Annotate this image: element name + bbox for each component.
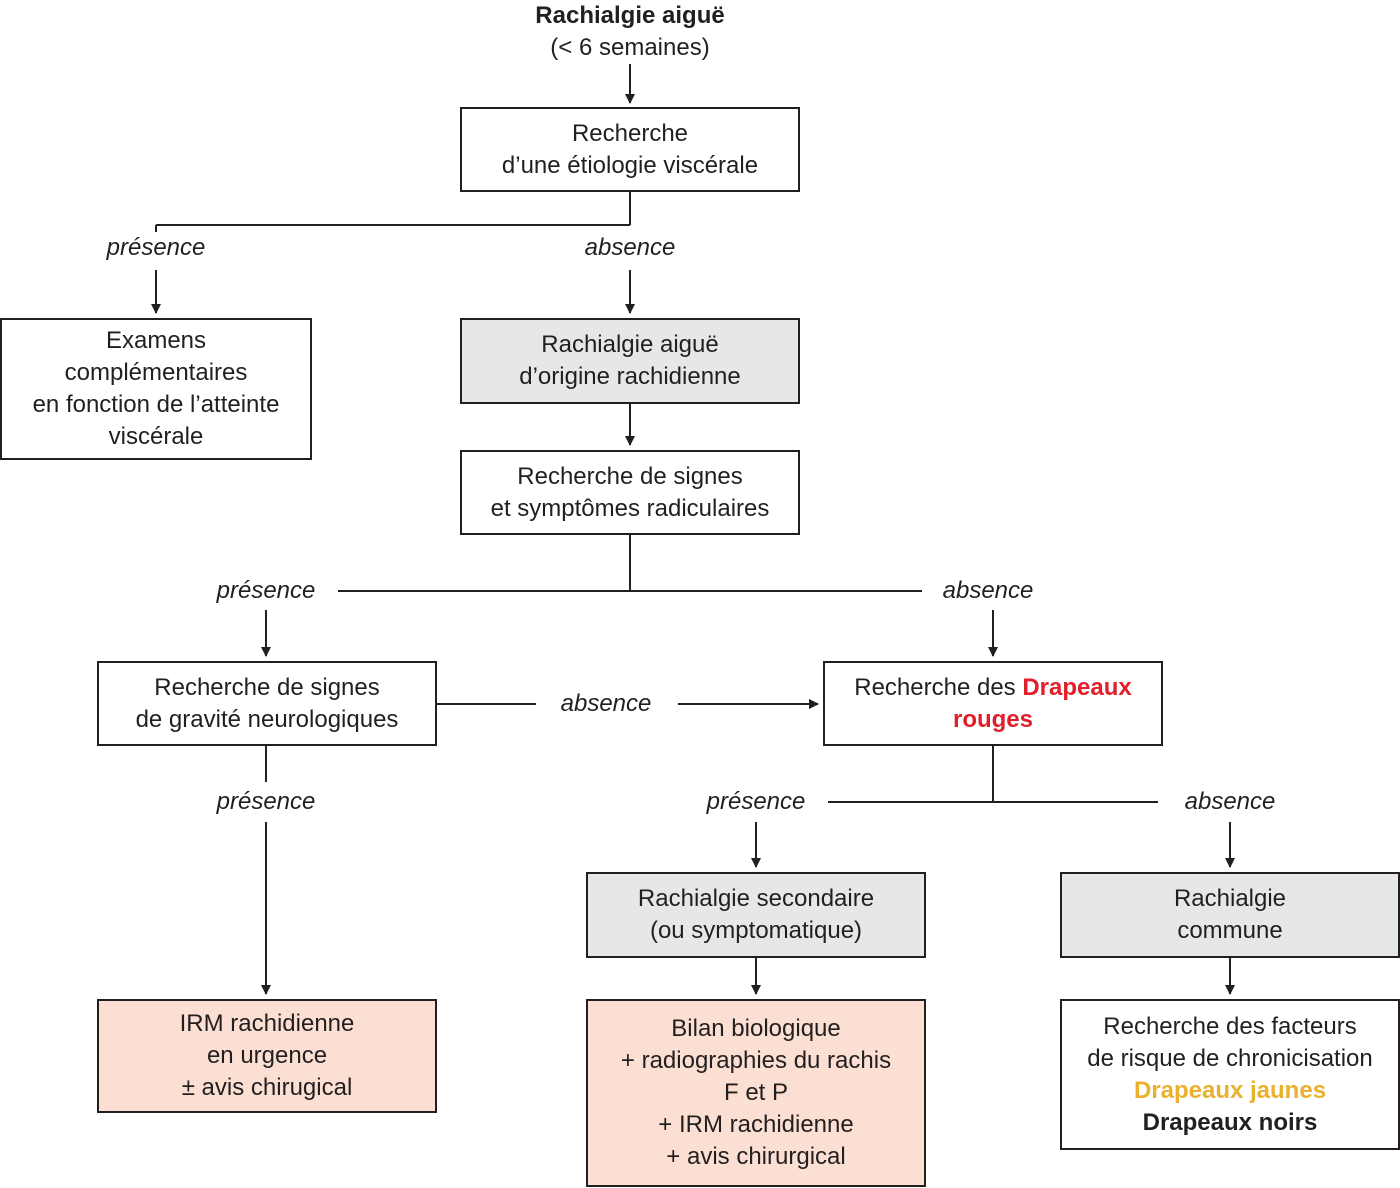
label-presence-redflags: présence: [706, 788, 806, 815]
node-text: Rachialgie aiguë: [541, 331, 719, 358]
node-spinal-origin: Rachialgie aiguë d’origine rachidienne: [460, 318, 800, 404]
node-visceral-search: Recherche d’une étiologie viscérale: [460, 107, 800, 192]
red-flags-label: Drapeaux: [1022, 673, 1132, 701]
title-line-1: Rachialgie aiguë: [535, 2, 725, 29]
node-text: Rachialgie secondaire: [637, 885, 875, 912]
yellow-flags-label: Drapeaux jaunes: [1133, 1076, 1327, 1104]
node-text: complémentaires: [64, 359, 248, 386]
title-line-2: (< 6 semaines): [550, 34, 710, 61]
node-text: Recherche de signes: [154, 673, 380, 701]
node-text: F et P: [723, 1079, 789, 1106]
node-text: en urgence: [206, 1042, 328, 1069]
node-text: de gravité neurologiques: [135, 705, 399, 733]
node-bilan: Bilan biologique + radiographies du rach…: [586, 999, 926, 1187]
node-text: viscérale: [108, 423, 204, 450]
node-text: + IRM rachidienne: [658, 1111, 854, 1138]
node-text: d’origine rachidienne: [519, 363, 741, 390]
node-text: IRM rachidienne: [179, 1010, 355, 1037]
red-flags-label: rouges: [952, 705, 1033, 733]
node-text: Examens: [105, 327, 207, 354]
node-text: Recherche des Drapeaux: [854, 672, 1131, 704]
node-text-prefix: Recherche des: [854, 673, 1023, 701]
node-neuro-search: Recherche de signes de gravité neurologi…: [97, 661, 437, 746]
node-radicular-search: Recherche de signes et symptômes radicul…: [460, 450, 800, 535]
label-presence-neuro: présence: [216, 788, 316, 815]
node-chronic: Recherche des facteurs de risque de chro…: [1060, 999, 1400, 1150]
node-text: Recherche: [571, 119, 689, 147]
node-text: + radiographies du rachis: [620, 1047, 892, 1074]
node-common: Rachialgie commune: [1060, 872, 1400, 958]
label-presence-visceral: présence: [106, 234, 206, 261]
node-text: et symptômes radiculaires: [490, 494, 770, 522]
node-text: commune: [1177, 917, 1283, 944]
node-text: d’une étiologie viscérale: [501, 151, 759, 179]
label-absence-radicular: absence: [942, 577, 1034, 604]
node-text: en fonction de l’atteinte: [32, 391, 280, 418]
node-exams: Examens complémentaires en fonction de l…: [0, 318, 312, 460]
node-text: + avis chirurgical: [666, 1143, 846, 1170]
diagram-title: Rachialgie aiguë (< 6 semaines): [535, 0, 724, 64]
node-text: Rachialgie: [1173, 885, 1287, 912]
node-text: Recherche de signes: [517, 462, 743, 490]
black-flags-label: Drapeaux noirs: [1142, 1108, 1318, 1136]
label-presence-radicular: présence: [216, 577, 316, 604]
label-absence-redflags: absence: [1184, 788, 1276, 815]
node-text: Recherche des facteurs: [1103, 1012, 1357, 1040]
label-absence-visceral: absence: [584, 234, 676, 261]
node-red-flags: Recherche des Drapeaux rouges: [823, 661, 1163, 746]
node-text: (ou symptomatique): [649, 917, 863, 944]
node-secondary: Rachialgie secondaire (ou symptomatique): [586, 872, 926, 958]
node-irm: IRM rachidienne en urgence ± avis chirug…: [97, 999, 437, 1113]
node-text: de risque de chronicisation: [1087, 1044, 1373, 1072]
node-text: Bilan biologique: [671, 1015, 841, 1042]
node-text: ± avis chirugical: [181, 1074, 353, 1101]
label-absence-neuro: absence: [560, 690, 652, 717]
